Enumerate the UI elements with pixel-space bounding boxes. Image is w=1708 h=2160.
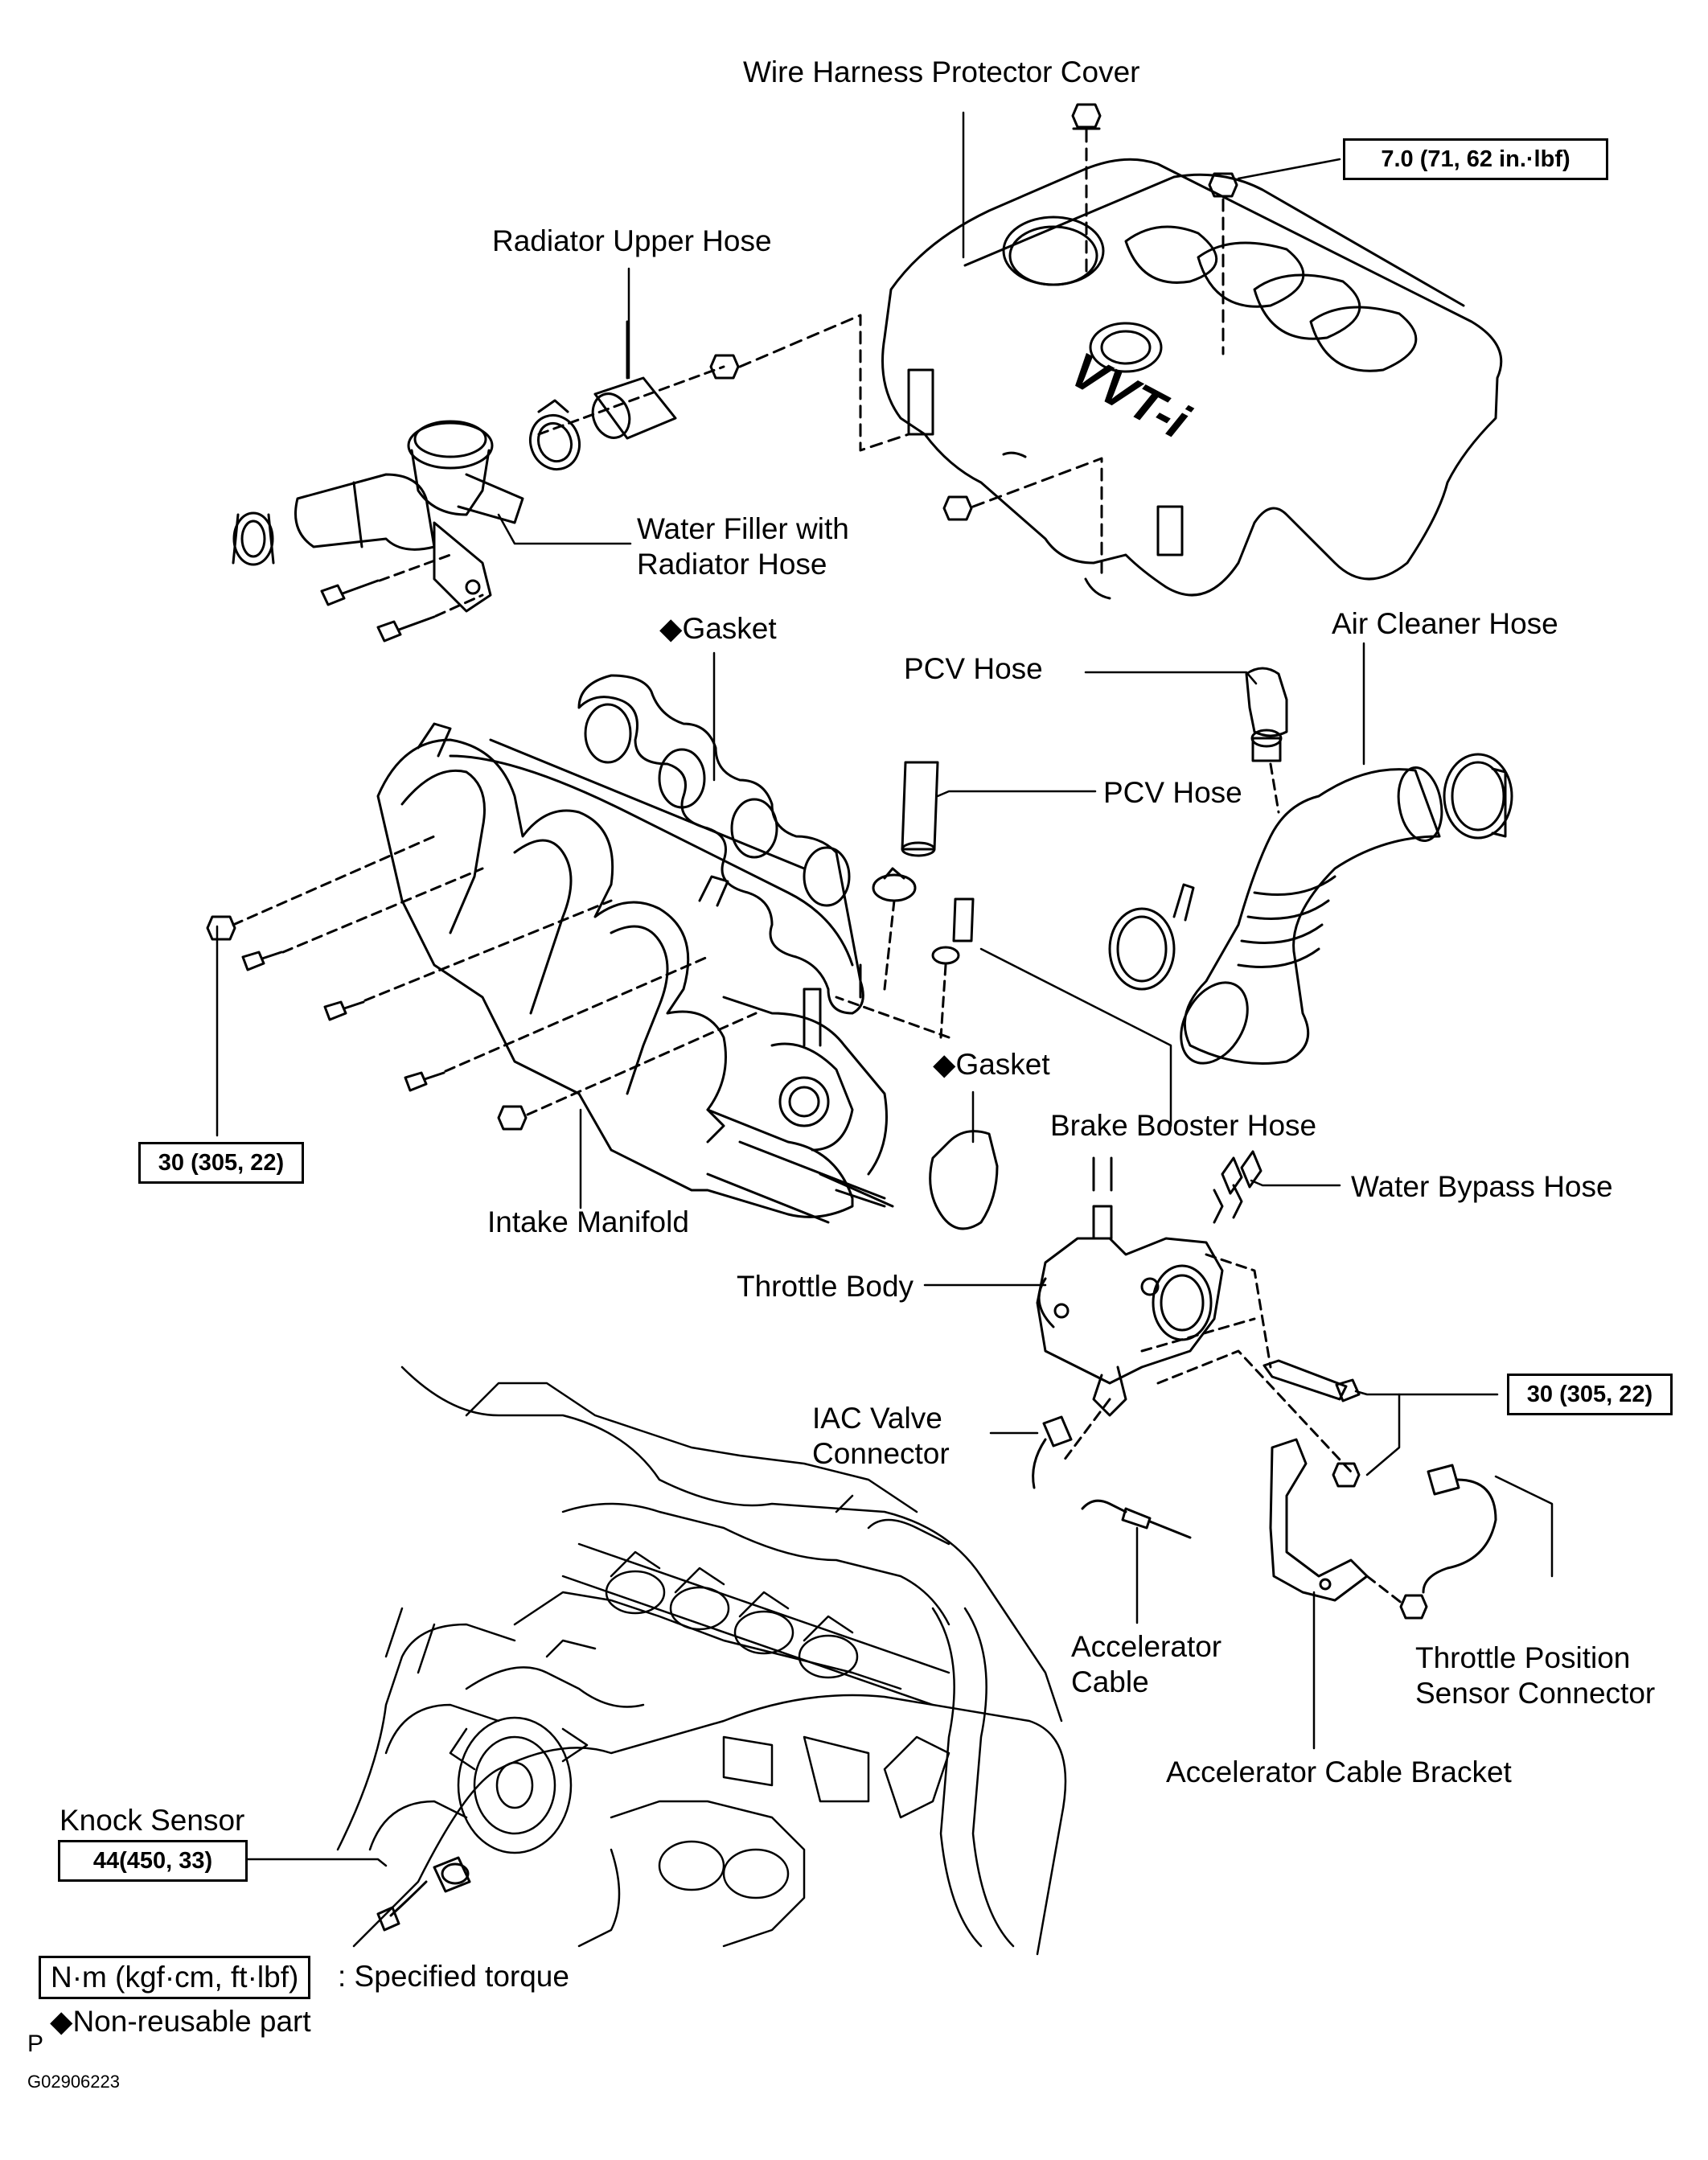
label-pcv-hose-lower: PCV Hose xyxy=(1103,776,1242,809)
label-throttle-body: Throttle Body xyxy=(737,1270,914,1303)
label-iac-valve-line2: Connector xyxy=(812,1437,950,1470)
bracket-nut xyxy=(1399,1594,1428,1620)
torque-box-knock-sensor: 44(450, 33) xyxy=(58,1840,248,1882)
throttle-nut xyxy=(1332,1462,1361,1488)
hose-assembly-lines xyxy=(835,762,1280,1039)
cover-nut-bottom xyxy=(942,495,973,521)
air-hose-clamp-left xyxy=(1108,883,1195,991)
label-accelerator-cable-line2: Cable xyxy=(1071,1665,1149,1698)
cover-nut-left xyxy=(709,354,740,380)
tps-connector xyxy=(1422,1464,1497,1594)
label-knock-sensor: Knock Sensor xyxy=(60,1804,245,1837)
engine-block xyxy=(336,1365,1067,1956)
label-pcv-hose-upper: PCV Hose xyxy=(904,652,1043,685)
water-filler-bolts xyxy=(320,579,436,643)
throttle-body xyxy=(1036,1156,1243,1417)
label-accelerator-cable-line1: Accelerator xyxy=(1071,1630,1222,1663)
label-radiator-upper-hose: Radiator Upper Hose xyxy=(492,224,772,257)
leader-lines xyxy=(216,111,1554,1867)
torque-box-cover-nut: 7.0 (71, 62 in.·lbf) xyxy=(1343,138,1608,180)
legend-torque-desc: : Specified torque xyxy=(338,1960,569,1993)
label-intake-manifold: Intake Manifold xyxy=(487,1205,689,1238)
knock-sensor xyxy=(376,1856,471,1932)
intake-manifold xyxy=(376,722,894,1224)
pcv-hose-lower xyxy=(901,761,939,857)
water-bypass-hoses xyxy=(1221,1150,1263,1195)
iac-connector xyxy=(1032,1415,1073,1489)
throttle-bolt xyxy=(1263,1359,1361,1402)
label-gasket-throttle: ◆Gasket xyxy=(933,1048,1050,1081)
air-hose-clamp-right xyxy=(1443,753,1513,840)
label-air-cleaner-hose: Air Cleaner Hose xyxy=(1332,607,1558,640)
torque-box-throttle: 30 (305, 22) xyxy=(1507,1374,1673,1415)
cover-nut-right xyxy=(1208,172,1238,198)
throttle-gasket xyxy=(929,1130,999,1230)
label-water-filler-line2: Radiator Hose xyxy=(637,548,827,581)
pcv-hose-upper xyxy=(1245,667,1288,762)
water-filler xyxy=(232,420,524,613)
label-water-bypass-hose: Water Bypass Hose xyxy=(1351,1170,1613,1203)
label-iac-valve-line1: IAC Valve xyxy=(812,1402,942,1435)
accelerator-cable xyxy=(1081,1499,1192,1539)
filler-assembly-lines xyxy=(378,365,725,618)
cover-assembly-lines xyxy=(738,129,1225,581)
label-accelerator-bracket: Accelerator Cable Bracket xyxy=(1166,1756,1512,1788)
manifold-assembly-lines xyxy=(232,835,758,1116)
label-wire-harness-cover: Wire Harness Protector Cover xyxy=(743,55,1140,88)
label-tps-connector-line1: Throttle Position xyxy=(1415,1641,1631,1674)
manifold-gasket xyxy=(577,674,864,1015)
pcv-hose-clamp xyxy=(872,867,917,902)
legend-torque-unit: N·m (kgf·cm, ft·lbf) xyxy=(39,1956,311,1999)
bracket-assembly-line xyxy=(1365,1575,1404,1605)
cover-nut-top xyxy=(1071,103,1102,130)
page-mark: P xyxy=(27,2031,44,2057)
engine-cover: VVT-i xyxy=(881,158,1503,600)
manifold-bolts xyxy=(206,915,528,1131)
figure-code: G02906223 xyxy=(27,2072,120,2092)
air-cleaner-hose xyxy=(1180,766,1443,1065)
radiator-upper-hose xyxy=(591,320,677,440)
hose-clamp xyxy=(529,399,581,471)
label-tps-connector-line2: Sensor Connector xyxy=(1415,1677,1656,1710)
label-gasket-manifold: ◆Gasket xyxy=(659,612,777,645)
torque-box-manifold: 30 (305, 22) xyxy=(138,1142,304,1184)
accelerator-bracket xyxy=(1269,1438,1369,1602)
label-brake-booster-hose: Brake Booster Hose xyxy=(1050,1109,1317,1142)
brake-booster-hose xyxy=(931,897,975,965)
vvti-emblem: VVT-i xyxy=(1061,343,1199,451)
label-water-filler-line1: Water Filler with xyxy=(637,512,849,545)
throttle-assembly-lines xyxy=(1060,1253,1353,1473)
legend-non-reusable: ◆Non-reusable part xyxy=(50,2005,311,2038)
